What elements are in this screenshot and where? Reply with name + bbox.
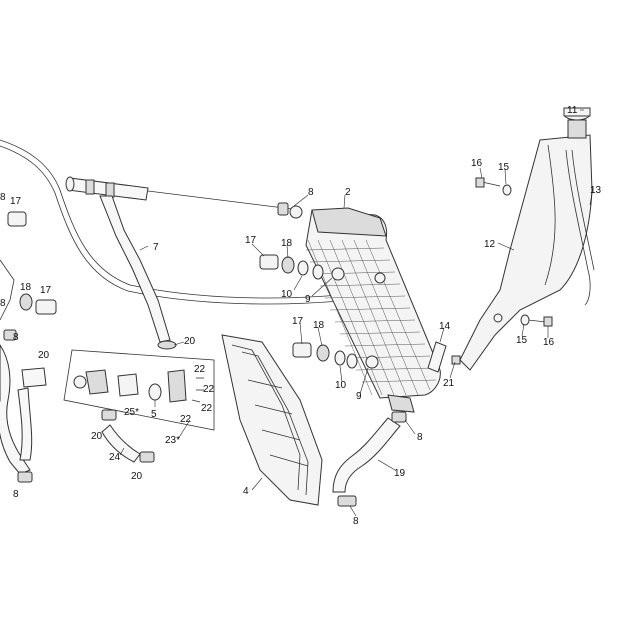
callout-label: 24 — [109, 452, 121, 463]
radiator-guard-4 — [221, 334, 323, 506]
callout-label: 13 — [590, 185, 602, 196]
callout-label: 7 — [153, 242, 159, 253]
callout-label: 17 — [10, 196, 22, 207]
callout-label: 12 — [484, 239, 496, 250]
callout-label: 17 — [245, 235, 257, 246]
callout-label: 8 — [417, 432, 423, 443]
small-hose-24 — [101, 409, 155, 463]
callout-label: 9 — [305, 294, 311, 305]
tank-hose-13-inner — [571, 149, 595, 271]
expansion-tank-12 — [459, 107, 593, 371]
callout-labels: 11 16 15 13 12 2 8 7 17 18 10 9 17 18 10… — [0, 105, 602, 527]
callout-label: 8 — [13, 332, 19, 343]
thermostat-kit-23 — [63, 349, 215, 431]
callout-label: 10 — [281, 289, 293, 300]
callout-label: 14 — [439, 321, 451, 332]
callout-label: 4 — [243, 486, 249, 497]
callout-label: 8 — [308, 187, 314, 198]
callout-label: 21 — [443, 378, 455, 389]
callout-label: 11 — [567, 105, 578, 116]
callout-label: 16 — [471, 158, 483, 169]
callout-label: 22 — [203, 384, 215, 395]
callout-label: 18 — [281, 238, 293, 249]
callout-label: 19 — [394, 468, 406, 479]
callout-label: 9 — [356, 391, 362, 402]
callout-label: 17 — [292, 316, 304, 327]
callout-label: 5 — [151, 409, 157, 420]
callout-label: 25* — [124, 407, 139, 418]
callout-label: 8 — [0, 298, 6, 309]
callout-label: 15 — [516, 335, 528, 346]
callout-label: 10 — [335, 380, 347, 391]
callout-label: 20 — [131, 471, 143, 482]
mount-bushings-lower — [292, 342, 358, 369]
tube-14 — [427, 341, 461, 373]
upper-pipe-7 — [65, 176, 177, 350]
callout-label: 17 — [40, 285, 52, 296]
callout-label: 23* — [165, 435, 180, 446]
callout-label: 22 — [180, 414, 192, 425]
radiator-2 — [305, 207, 441, 413]
callout-label: 20 — [184, 336, 196, 347]
breather-line-inner — [0, 145, 341, 305]
callout-label: 18 — [20, 282, 32, 293]
callout-label: 15 — [498, 162, 510, 173]
hose-clamp-8-top — [277, 202, 303, 219]
callout-label: 20 — [91, 431, 103, 442]
callout-label: 8 — [13, 489, 19, 500]
lower-hose-19 — [332, 411, 407, 507]
callout-label: 8 — [0, 192, 6, 203]
bolt-16-lower — [520, 314, 553, 327]
callout-label: 22 — [194, 364, 206, 375]
left-partial-parts — [0, 211, 57, 483]
callout-label: 18 — [313, 320, 325, 331]
callout-label: 8 — [353, 516, 359, 527]
callout-label: 22 — [201, 403, 213, 414]
callout-label: 16 — [543, 337, 555, 348]
leader-lines — [119, 109, 593, 517]
bolt-16-upper — [475, 177, 512, 196]
callout-label: 2 — [345, 187, 351, 198]
callout-label: 20 — [38, 350, 50, 361]
breather-line — [0, 139, 341, 299]
tank-hose-13 — [565, 149, 591, 306]
radiator-core-grid — [305, 239, 437, 396]
